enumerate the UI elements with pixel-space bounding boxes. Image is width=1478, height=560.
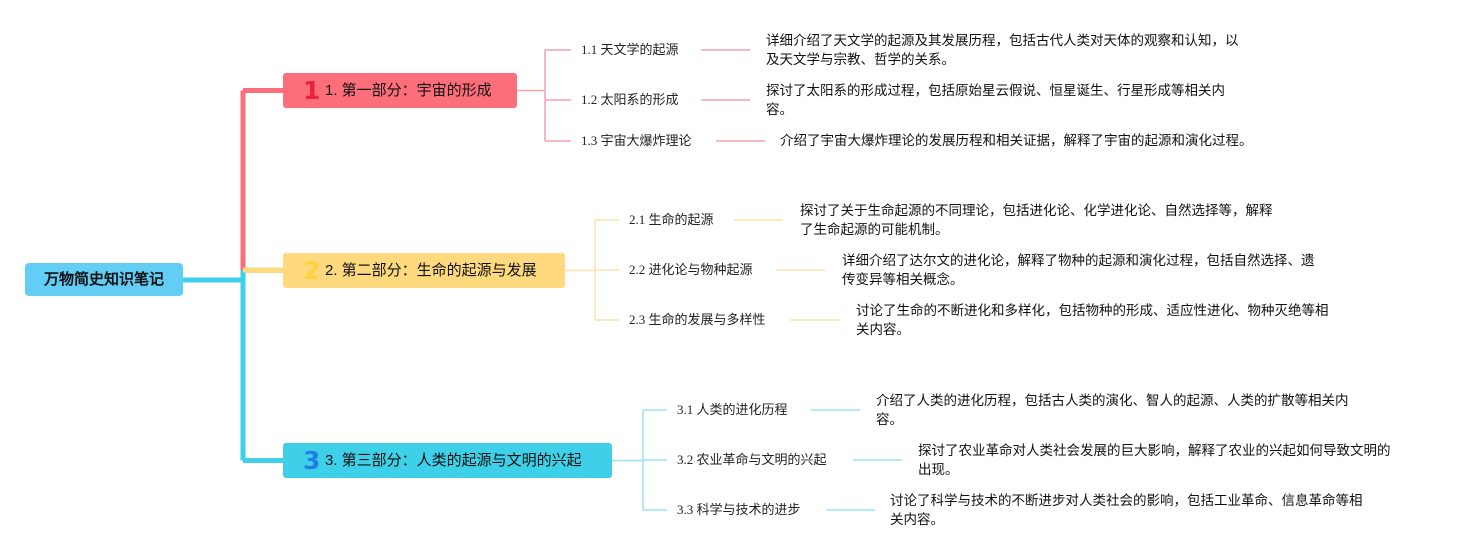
subtopic-node[interactable]: 2.3 生命的发展与多样性 — [629, 312, 766, 327]
subtopic-description: 介绍了人类的进化历程，包括古人类的演化、智人的起源、人类的扩散等相关内容。 — [876, 392, 1349, 430]
description-line: 容。 — [876, 412, 903, 428]
description-line: 详细介绍了达尔文的进化论，解释了物种的起源和演化过程，包括自然选择、遗 — [842, 253, 1315, 269]
description-line: 探讨了太阳系的形成过程，包括原始星云假说、恒星诞生、行星形成等相关内 — [766, 83, 1225, 99]
subtopic-node[interactable]: 2.1 生命的起源 — [629, 212, 714, 227]
description-line: 探讨了农业革命对人类社会发展的巨大影响，解释了农业的兴起如何导致文明的 — [918, 443, 1391, 459]
subtopic-description: 介绍了宇宙大爆炸理论的发展历程和相关证据，解释了宇宙的起源和演化过程。 — [780, 132, 1253, 151]
number-2-icon: 2 — [303, 256, 321, 285]
subtopic-description: 详细介绍了达尔文的进化论，解释了物种的起源和演化过程，包括自然选择、遗传变异等相… — [842, 252, 1315, 290]
subtopic-node[interactable]: 3.1 人类的进化历程 — [677, 402, 788, 417]
subtopic-description: 探讨了农业革命对人类社会发展的巨大影响，解释了农业的兴起如何导致文明的出现。 — [918, 442, 1391, 480]
description-line: 介绍了人类的进化历程，包括古人类的演化、智人的起源、人类的扩散等相关内 — [876, 393, 1349, 409]
description-line: 关内容。 — [856, 322, 910, 338]
section-label: 2. 第二部分：生命的起源与发展 — [325, 262, 537, 279]
description-line: 讨论了生命的不断进化和多样化，包括物种的形成、适应性进化、物种灭绝等相 — [856, 303, 1329, 319]
subtopic-node[interactable]: 1.3 宇宙大爆炸理论 — [581, 133, 692, 148]
description-line: 讨论了科学与技术的不断进步对人类社会的影响，包括工业革命、信息革命等相 — [890, 493, 1363, 509]
section-label: 1. 第一部分：宇宙的形成 — [325, 82, 492, 99]
subtopic-description: 讨论了生命的不断进化和多样化，包括物种的形成、适应性进化、物种灭绝等相关内容。 — [856, 302, 1329, 340]
root-label: 万物简史知识笔记 — [43, 271, 164, 288]
subtopic-node[interactable]: 1.1 天文学的起源 — [581, 42, 679, 57]
description-line: 介绍了宇宙大爆炸理论的发展历程和相关证据，解释了宇宙的起源和演化过程。 — [780, 133, 1253, 149]
description-line: 探讨了关于生命起源的不同理论，包括进化论、化学进化论、自然选择等，解释 — [800, 203, 1273, 219]
section-label: 3. 第三部分：人类的起源与文明的兴起 — [325, 452, 582, 469]
description-line: 容。 — [766, 102, 793, 118]
description-line: 及天文学与宗教、哲学的关系。 — [766, 52, 955, 68]
description-line: 出现。 — [918, 462, 959, 478]
description-line: 详细介绍了天文学的起源及其发展历程，包括古代人类对天体的观察和认知，以 — [766, 33, 1239, 49]
subtopic-description: 探讨了关于生命起源的不同理论，包括进化论、化学进化论、自然选择等，解释了生命起源… — [800, 202, 1273, 240]
subtopic-node[interactable]: 2.2 进化论与物种起源 — [629, 262, 753, 277]
number-3-icon: 3 — [303, 446, 321, 475]
subtopic-node[interactable]: 3.3 科学与技术的进步 — [677, 502, 801, 517]
description-line: 关内容。 — [890, 512, 944, 528]
subtopic-description: 讨论了科学与技术的不断进步对人类社会的影响，包括工业革命、信息革命等相关内容。 — [890, 492, 1363, 530]
root-node[interactable]: 万物简史知识笔记 — [25, 263, 183, 296]
number-1-icon: 1 — [303, 76, 321, 105]
subtopic-node[interactable]: 3.2 农业革命与文明的兴起 — [677, 452, 827, 467]
subtopic-node[interactable]: 1.2 太阳系的形成 — [581, 92, 679, 107]
description-line: 了生命起源的可能机制。 — [800, 222, 949, 238]
subtopic-description: 详细介绍了天文学的起源及其发展历程，包括古代人类对天体的观察和认知，以及天文学与… — [766, 32, 1239, 70]
description-line: 传变异等相关概念。 — [842, 272, 964, 288]
subtopic-description: 探讨了太阳系的形成过程，包括原始星云假说、恒星诞生、行星形成等相关内容。 — [766, 82, 1225, 120]
